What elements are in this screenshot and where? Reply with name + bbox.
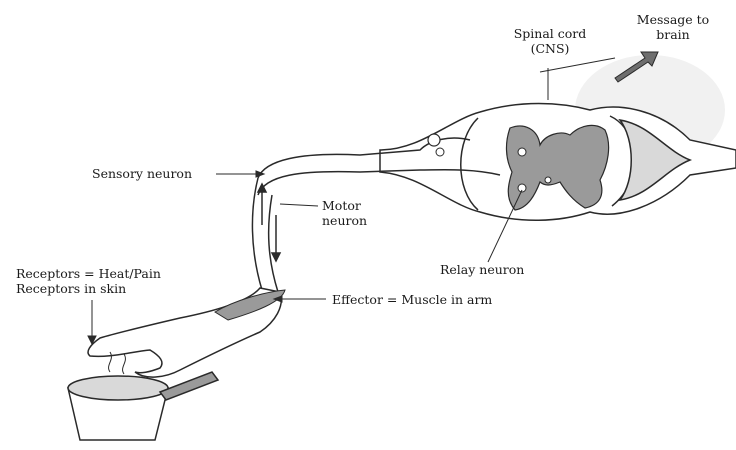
- message-to-brain-label: Message to brain: [618, 12, 728, 42]
- motor-label-line1: Motor: [322, 198, 367, 213]
- spinal-cord-label-line1: Spinal cord: [500, 26, 600, 41]
- receptors-label-line2: Receptors in skin: [16, 281, 161, 296]
- motor-label-line2: neuron: [322, 213, 367, 228]
- sensory-neuron-label: Sensory neuron: [92, 166, 192, 181]
- receptors-label: Receptors = Heat/Pain Receptors in skin: [16, 266, 161, 296]
- message-label-line1: Message to: [618, 12, 728, 27]
- motor-pointer: [280, 204, 318, 206]
- motor-neuron-label: Motor neuron: [322, 198, 367, 228]
- central-canal: [545, 177, 551, 183]
- pot-handle: [160, 372, 218, 400]
- ganglion-2: [436, 148, 444, 156]
- motor-arrowhead: [272, 253, 280, 261]
- pot: [68, 352, 218, 440]
- effector-label: Effector = Muscle in arm: [332, 292, 492, 307]
- sensory-pointer-head: [256, 171, 264, 177]
- relay-neuron-label: Relay neuron: [440, 262, 524, 277]
- pot-rim: [68, 376, 168, 400]
- relay-neuron-dot-1: [518, 148, 526, 156]
- ganglion-1: [428, 134, 440, 146]
- message-label-line2: brain: [618, 27, 728, 42]
- arm-upper-outer: [252, 178, 262, 290]
- spinal-cord-label: Spinal cord (CNS): [500, 26, 600, 56]
- steam-2: [123, 354, 126, 374]
- receptors-label-line1: Receptors = Heat/Pain: [16, 266, 161, 281]
- spinal-cord-label-line2: (CNS): [500, 41, 600, 56]
